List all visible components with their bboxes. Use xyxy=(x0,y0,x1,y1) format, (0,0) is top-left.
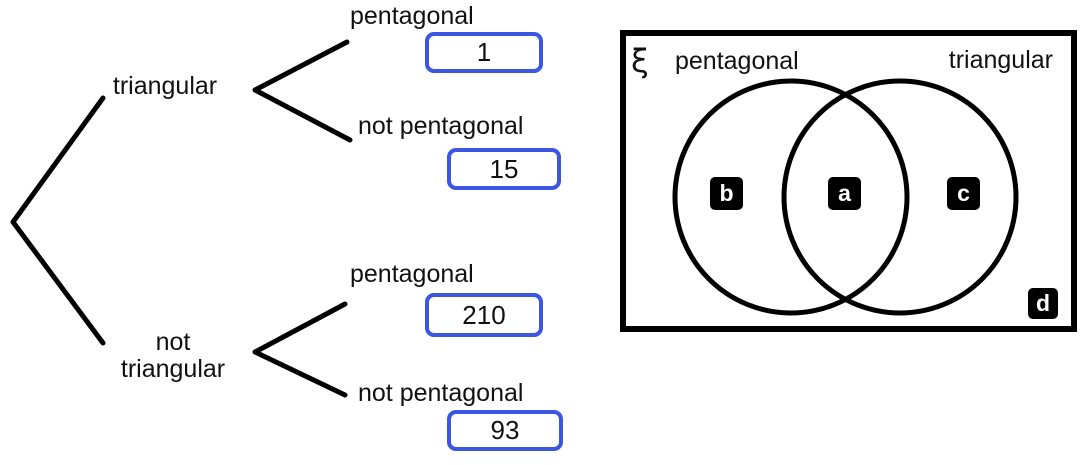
answer-box-triangular-pentagonal[interactable]: 1 xyxy=(425,32,543,73)
venn-diagram: ξ pentagonal triangular b a c d xyxy=(620,30,1077,332)
answer-value: 210 xyxy=(462,299,506,330)
answer-value: 1 xyxy=(476,37,492,67)
leaf-label-not-pentagonal-top: not pentagonal xyxy=(358,112,524,140)
venn-label-triangular: triangular xyxy=(948,46,1053,74)
leaf-label-pentagonal-top: pentagonal xyxy=(350,2,474,30)
leaf-label-not-pentagonal-bottom: not pentagonal xyxy=(358,379,524,407)
venn-circle-triangular xyxy=(781,78,1019,316)
leaf-label-pentagonal-bottom: pentagonal xyxy=(350,260,474,288)
root-branches-line xyxy=(10,95,106,346)
not-triangular-branches-line xyxy=(252,301,348,398)
universal-set-symbol: ξ xyxy=(631,42,649,80)
badge-letter: a xyxy=(838,180,851,206)
answer-value: 93 xyxy=(490,415,520,445)
venn-label-pentagonal: pentagonal xyxy=(675,47,799,75)
badge-letter: b xyxy=(719,180,734,206)
badge-letter: c xyxy=(957,180,970,206)
venn-region-badge-a[interactable]: a xyxy=(828,177,861,210)
answer-value: 15 xyxy=(489,153,519,184)
answer-box-not-triangular-pentagonal[interactable]: 210 xyxy=(425,293,543,337)
tree-node-triangular-label: triangular xyxy=(112,72,218,100)
triangular-branches-line xyxy=(252,39,353,143)
answer-box-not-triangular-not-pentagonal[interactable]: 93 xyxy=(447,410,563,451)
venn-region-badge-d[interactable]: d xyxy=(1028,288,1058,319)
venn-region-badge-b[interactable]: b xyxy=(710,177,743,210)
venn-region-badge-c[interactable]: c xyxy=(947,177,980,210)
answer-box-triangular-not-pentagonal[interactable]: 15 xyxy=(447,148,561,190)
badge-letter: d xyxy=(1035,290,1051,316)
tree-node-not-triangular-label: not triangular xyxy=(120,328,226,383)
